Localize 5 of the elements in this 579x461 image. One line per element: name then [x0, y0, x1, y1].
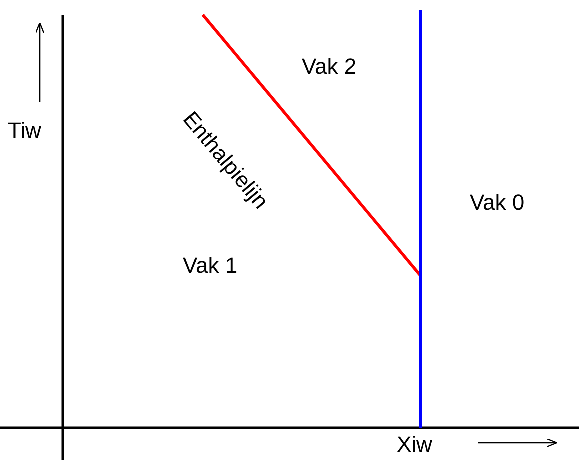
region-label: Vak 2 — [302, 56, 357, 78]
axis-label: Xiw — [397, 434, 432, 456]
axis-label: Tiw — [8, 120, 42, 142]
region-label: Vak 1 — [183, 255, 238, 277]
region-label: Vak 0 — [470, 192, 525, 214]
